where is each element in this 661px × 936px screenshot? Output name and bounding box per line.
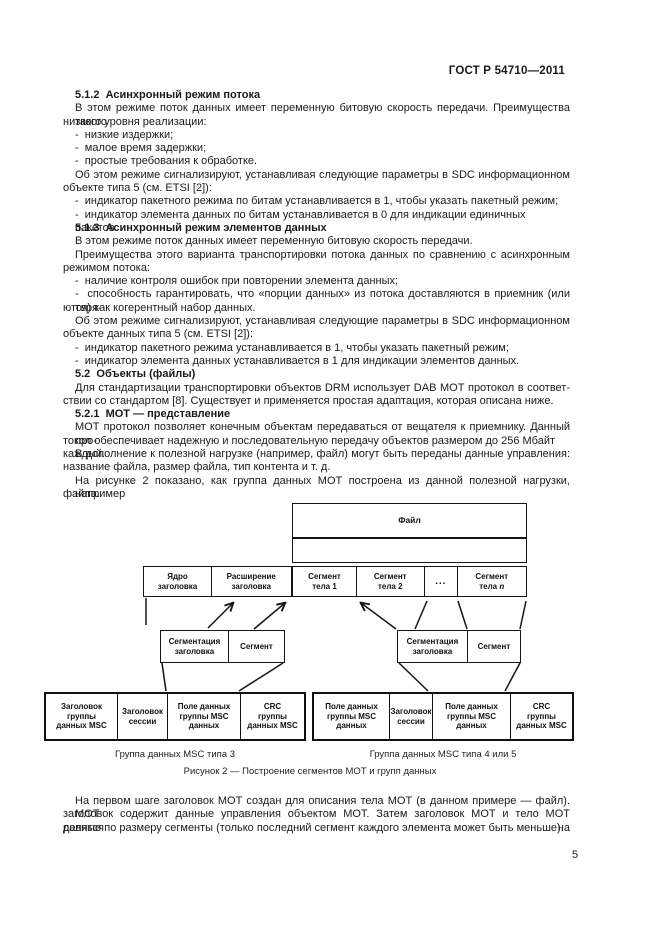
text-line: - простые требования к обработке. (75, 155, 258, 168)
figure-box-file-body (292, 538, 527, 563)
figure-box-file: Файл (292, 503, 527, 538)
text-line: - индикатор пакетного режима по битам ус… (75, 195, 559, 208)
text-line: Преимущества этого варианта транспортиро… (75, 248, 570, 261)
text-line: равные по размеру сегменты (только после… (63, 821, 564, 834)
text-line: В дополнение к полезной нагрузке (наприм… (75, 448, 570, 461)
text-line: 5.1.2 Асинхронный режим потока (75, 89, 261, 101)
figure-box-file-label: Файл (398, 514, 421, 525)
document-code: ГОСТ Р 54710—2011 (448, 65, 565, 77)
figure-box-body-segment-1: Сегмент тела 1 (292, 566, 357, 597)
figure-cell-msc-group-crc: CRC группы данных MSC (240, 694, 304, 739)
figure-cell-session-header: Заголовок сессии (389, 694, 432, 739)
text-line: файла. (63, 487, 100, 500)
figure-cell-segment: Сегмент (227, 631, 284, 662)
figure-cell-msc-group-header: Заголовок группы данных MSC (56, 702, 107, 731)
page-number: 5 (572, 849, 579, 861)
text-line: - индикатор элемента данных устанавливае… (75, 354, 520, 367)
figure-group-msc-type4-5: Поле данных группы MSC данных Заголовок … (312, 692, 574, 741)
figure-cell-msc-data-field: Поле данных группы MSC данных (325, 702, 378, 731)
figure-cell-header-segmentation: Сегментация заголовка (168, 637, 221, 656)
text-line: На первом шаге заголовок МОТ создан для … (75, 795, 570, 821)
text-line: - малое время задержки; (75, 142, 207, 155)
figure-cell-header-segmentation: Сегментация заголовка (406, 637, 459, 656)
text-line: 5.2 Объекты (файлы) (75, 368, 196, 381)
figure-cell-msc-group-crc: CRC группы данных MSC (510, 694, 572, 739)
text-line: режимом потока: (63, 261, 151, 274)
figure-box-header-segmentation-right: Сегментация заголовка Сегмент (397, 630, 521, 663)
closing-paragraph: На первом шаге заголовок МОТ создан для … (63, 795, 570, 835)
figure-group-msc-type3: Заголовок группы данных MSC Заголовок се… (44, 692, 306, 741)
text-line: ствии со стандартом [8]. Существует и пр… (63, 394, 554, 407)
text-line: - индикатор пакетного режима устанавлива… (75, 341, 509, 354)
text-line: В этом режиме поток данных имеет перемен… (75, 102, 570, 128)
text-line: 5.2.1 МОТ — представление (75, 408, 231, 421)
figure-box-ellipsis: ... (423, 566, 458, 597)
text-line: Об этом режиме сигнализируют, устанавлив… (75, 168, 570, 181)
figure-box-segment-n-text: Сегмент тела n (475, 572, 509, 591)
figure-box-header-extension: Расширение заголовка (210, 566, 292, 597)
text-line: заголовок содержит данные управления объ… (63, 808, 570, 834)
text-line: объекте данных типа 5 (см. ETSI [2]): (63, 328, 253, 341)
text-line: токол обеспечивает надежную и последоват… (63, 434, 556, 461)
figure-group-label-type3: Группа данных MSC типа 3 (114, 749, 236, 760)
figure-caption: Рисунок 2 — Построение сегментов МОТ и г… (183, 766, 437, 777)
text-line: 5.1.3 Асинхронный режим элементов данных (75, 221, 327, 234)
text-line: МОТ протокол позволяет конечным объектам… (75, 421, 570, 447)
text-line: низкого уровня реализации: (63, 115, 207, 128)
figure-box-body-segment-n: Сегмент тела n (456, 566, 527, 597)
figure-box-body-segment-2: Сегмент тела 2 (355, 566, 425, 597)
text-line: ются) как когерентный набор данных. (63, 301, 256, 314)
text-line: название файла, размер файла, тип контен… (63, 461, 331, 474)
figure-box-header-segmentation-left: Сегментация заголовка Сегмент (160, 630, 285, 663)
figure-cell-segment: Сегмент (466, 631, 520, 662)
text-line: На рисунке 2 показано, как группа данных… (75, 474, 570, 500)
text-line: - индикатор элемента данных по битам уст… (75, 208, 526, 234)
text-line: объекте типа 5 (см. ETSI [2]): (63, 182, 212, 195)
text-line: Об этом режиме сигнализируют, устанавлив… (75, 315, 570, 328)
text-line: - способность гарантировать, что «порции… (75, 288, 570, 314)
figure-cell-session-header: Заголовок сессии (117, 694, 167, 739)
figure-cell-msc-data-field: Поле данных группы MSC данных (432, 694, 510, 739)
text-line: В этом режиме поток данных имеет перемен… (75, 235, 473, 248)
figure-group-label-type4-5: Группа данных MSC типа 4 или 5 (369, 749, 517, 760)
text-line: - наличие контроля ошибок при повторении… (75, 275, 399, 288)
text-line: Для стандартизации транспортировки объек… (75, 381, 570, 394)
figure-cell-msc-data-field: Поле данных группы MSC данных (167, 694, 240, 739)
text-line: - низкие издержки; (75, 128, 174, 141)
figure-box-header-core: Ядро заголовка (143, 566, 212, 597)
